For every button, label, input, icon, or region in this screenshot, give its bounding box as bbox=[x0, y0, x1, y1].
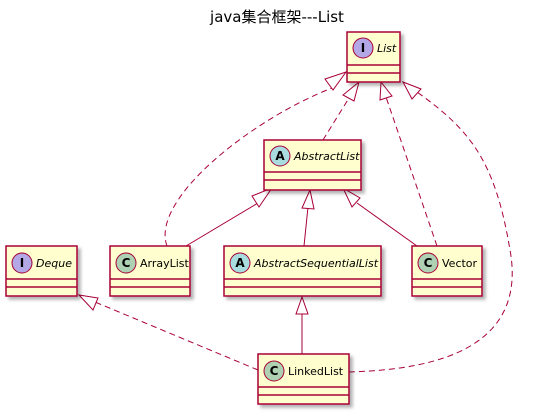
class-name: ArrayList bbox=[140, 257, 190, 270]
interface-badge-icon bbox=[11, 252, 33, 274]
class-list-content: I List bbox=[347, 37, 400, 74]
badge-letter: I bbox=[20, 256, 24, 270]
class-arraylist-content: C ArrayList bbox=[110, 252, 190, 288]
edge-vector-implements-list bbox=[379, 80, 438, 247]
edge-abstractsequentiallist-extends-abstractlist bbox=[301, 188, 315, 247]
class-badge-icon bbox=[115, 252, 137, 274]
class-linkedlist-content: C LinkedList bbox=[258, 360, 349, 396]
edges-layer bbox=[77, 71, 513, 373]
edge-linkedlist-implements-list bbox=[348, 81, 513, 373]
class-name: Deque bbox=[36, 257, 72, 270]
class-name: Vector bbox=[442, 257, 478, 270]
diagram-title: java集合框架---List bbox=[209, 8, 344, 26]
edge-vector-extends-abstractlist bbox=[341, 186, 418, 247]
badge-letter: C bbox=[270, 364, 279, 378]
edge-linkedlist-implements-deque bbox=[77, 294, 259, 371]
class-abstractsequentiallist-content: A AbstractSequentialList bbox=[224, 252, 381, 288]
class-abstractlist-content: A AbstractList bbox=[264, 145, 361, 181]
edge-abstractlist-implements-list bbox=[322, 80, 360, 141]
class-vector-content: C Vector bbox=[412, 252, 482, 288]
edge-arraylist-implements-list bbox=[164, 71, 348, 247]
class-name: AbstractList bbox=[293, 150, 360, 163]
nodes-layer: I List A AbstractList I Deque bbox=[5, 31, 483, 405]
class-name: List bbox=[377, 42, 397, 55]
abstract-badge-icon bbox=[229, 252, 251, 274]
class-badge-icon bbox=[263, 360, 285, 382]
badge-letter: C bbox=[424, 256, 433, 270]
abstract-badge-icon bbox=[269, 145, 291, 167]
badge-letter: C bbox=[122, 256, 131, 270]
class-name: LinkedList bbox=[288, 365, 344, 378]
edge-linkedlist-extends-abstractsequentiallist bbox=[295, 295, 309, 354]
badge-letter: A bbox=[235, 256, 245, 270]
class-badge-icon bbox=[417, 252, 439, 274]
class-name: AbstractSequentialList bbox=[253, 257, 379, 270]
class-deque-content: I Deque bbox=[6, 252, 77, 288]
edge-arraylist-extends-abstractlist bbox=[185, 186, 274, 247]
interface-badge-icon bbox=[352, 37, 374, 59]
class-list[interactable] bbox=[346, 31, 401, 83]
class-abstractsequentiallist[interactable] bbox=[223, 245, 382, 297]
badge-letter: I bbox=[361, 41, 365, 55]
badge-letter: A bbox=[275, 149, 285, 163]
